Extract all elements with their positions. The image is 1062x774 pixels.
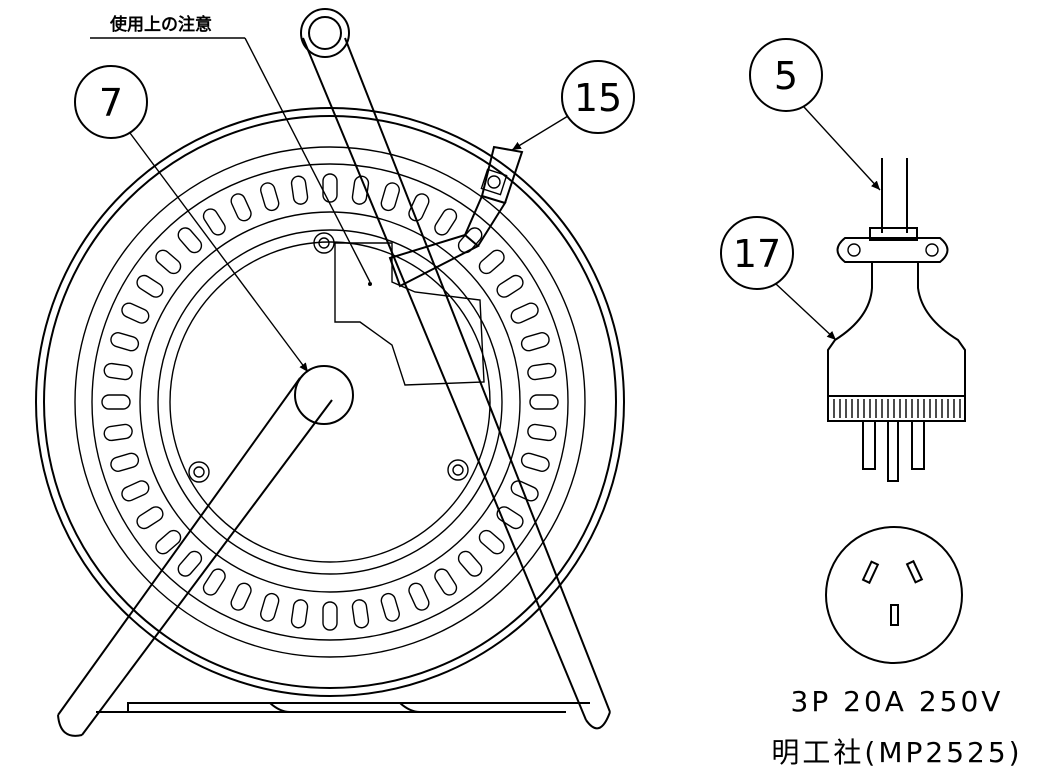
plug-rating: 3P 20A 250V	[791, 685, 1004, 718]
drum-slot	[290, 599, 309, 629]
drum-slot	[351, 599, 370, 629]
drum-slot	[136, 506, 164, 530]
drum-slot	[260, 182, 280, 212]
plug-grip	[833, 399, 961, 418]
drum-slot	[121, 480, 150, 502]
drum-slot	[408, 582, 430, 611]
drum-slot	[520, 332, 550, 352]
drum-slot	[155, 249, 182, 275]
screw-boss-right	[447, 459, 469, 481]
callout-17: 17	[720, 216, 837, 341]
caution-callout: 使用上の注意	[90, 14, 371, 283]
callout-7-number: 7	[99, 81, 123, 125]
drum-slot	[434, 568, 458, 596]
drum-slot	[457, 550, 483, 577]
drum-slot	[110, 332, 140, 352]
drum-slot	[103, 362, 133, 381]
drum-slot	[103, 423, 133, 442]
drum-slot	[478, 529, 505, 555]
drum-slot	[110, 452, 140, 472]
drum-slot	[121, 302, 150, 324]
drum-slot	[527, 362, 557, 381]
caution-label: 使用上の注意	[109, 14, 212, 35]
drum-slot	[177, 227, 203, 254]
drum-slot	[177, 550, 203, 577]
drum-slot	[478, 249, 505, 275]
drum-slot	[408, 193, 430, 222]
drum-slot	[380, 592, 400, 622]
callout-5: 5	[749, 38, 881, 191]
drum-slot	[510, 480, 539, 502]
drum-slot	[101, 394, 131, 410]
drum-slot	[260, 592, 280, 622]
screw-boss-top	[313, 232, 335, 254]
drum-slot	[230, 193, 252, 222]
drum-slot	[496, 274, 524, 298]
drum-slot	[322, 173, 338, 203]
caution-label-plate	[334, 242, 485, 386]
drum-slot	[202, 208, 226, 236]
drum-slot	[380, 182, 400, 212]
drum-slot	[202, 568, 226, 596]
drum-slot	[322, 601, 338, 631]
drum-slot	[155, 529, 182, 555]
plug	[827, 158, 966, 482]
drum-slot	[529, 394, 559, 410]
callout-7: 7	[74, 65, 309, 373]
callout-17-number: 17	[733, 232, 781, 276]
reel-drum	[35, 107, 625, 713]
drum-slot	[527, 423, 557, 442]
drum-slot	[520, 452, 550, 472]
drum-slot	[510, 302, 539, 324]
callout-5-number: 5	[774, 54, 798, 98]
reel-frame	[57, 8, 611, 737]
plug-face	[825, 526, 963, 664]
screw-boss-left	[188, 461, 210, 483]
drum-slot	[136, 274, 164, 298]
drum-slot	[434, 208, 458, 236]
drum-slot	[290, 175, 309, 205]
plug-maker: 明工社(MP2525)	[771, 736, 1022, 769]
reel-base	[96, 702, 590, 713]
callout-15: 15	[511, 60, 635, 151]
drum-slot	[230, 582, 252, 611]
callout-15-number: 15	[574, 76, 622, 120]
drum-slots	[101, 173, 559, 631]
